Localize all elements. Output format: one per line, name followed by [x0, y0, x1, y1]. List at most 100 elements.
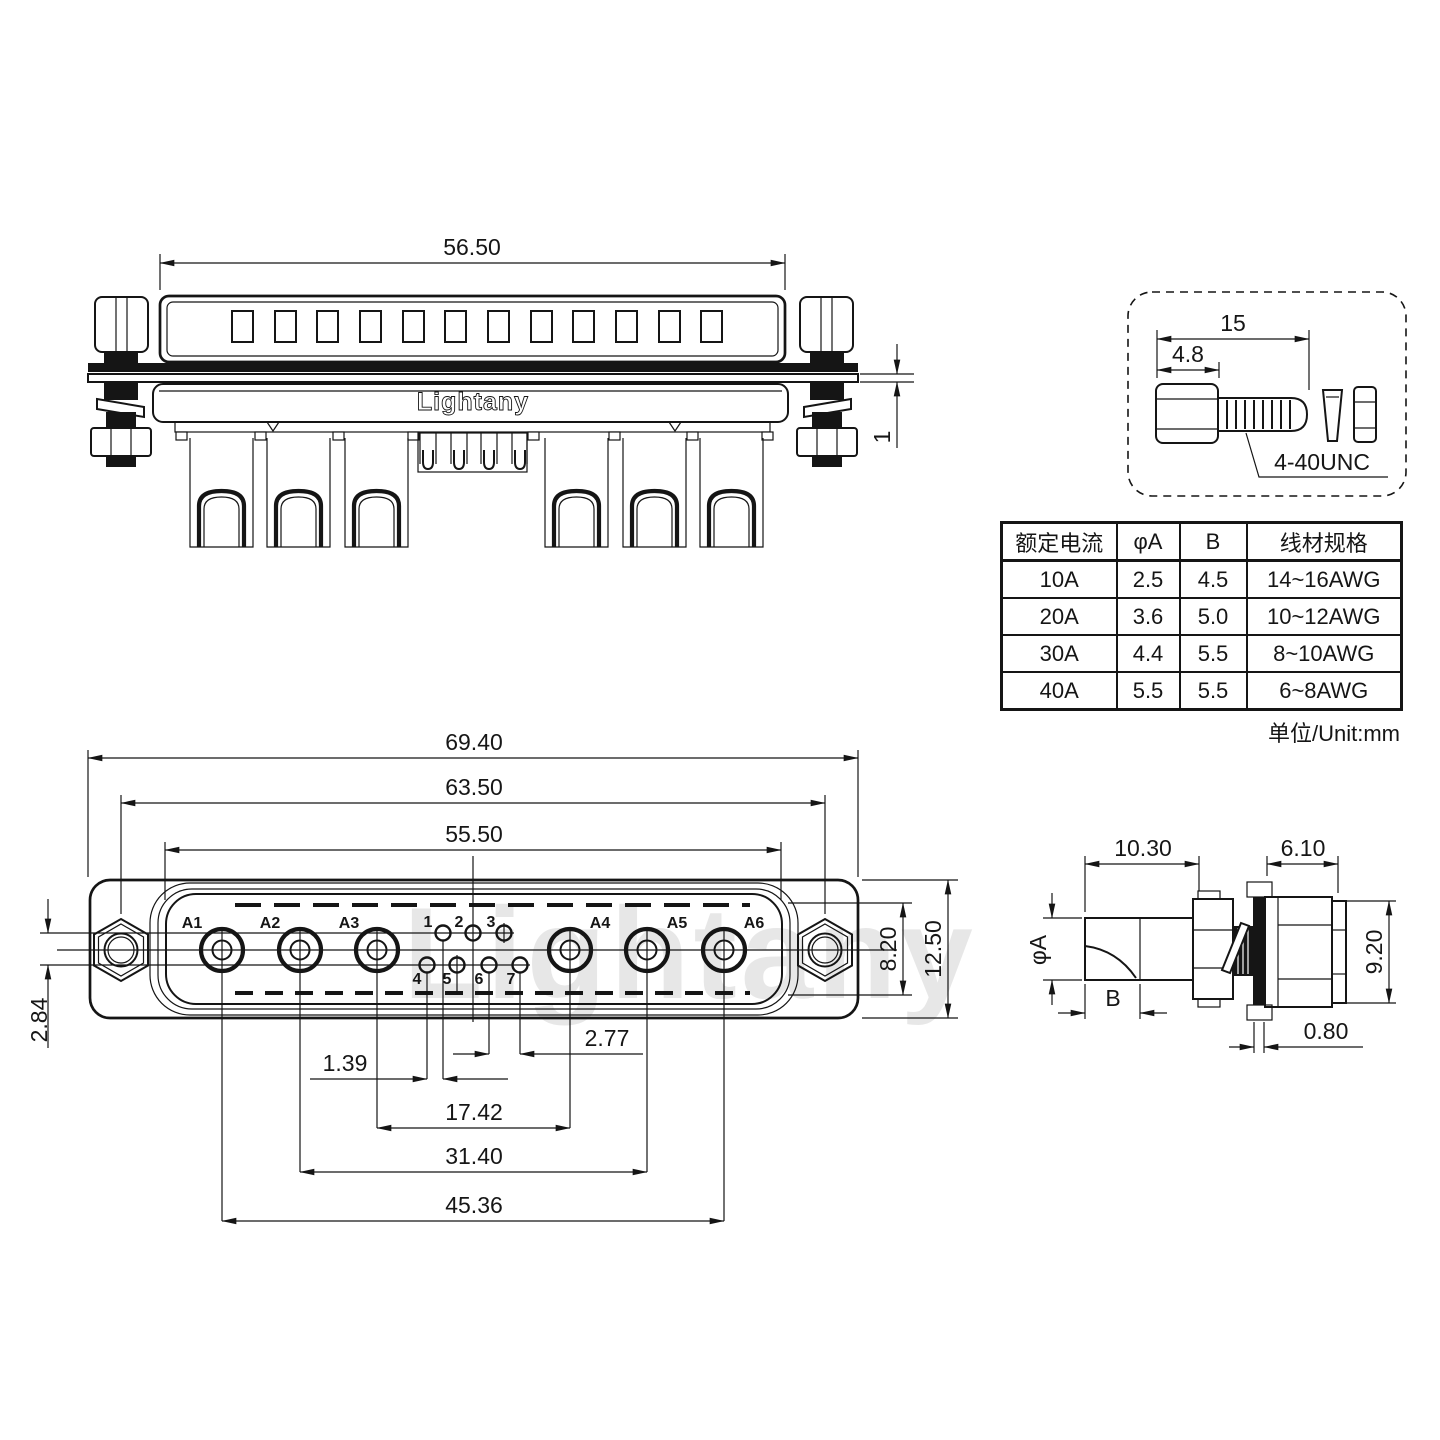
- detail-border: [1127, 291, 1407, 497]
- polarizing-notch: [668, 421, 682, 433]
- polarizing-notch: [266, 421, 280, 433]
- front-dim-signal-pitch: 2.77: [453, 1025, 643, 1058]
- mounting-flange: [88, 878, 860, 1020]
- front-dim-a2-a5-label: 31.40: [445, 1143, 503, 1169]
- pin-label-a6: A6: [744, 915, 765, 932]
- front-dim-overall-height-label: 12.50: [920, 920, 946, 978]
- side-dim-panel-thickness-label: 0.80: [1304, 1018, 1349, 1044]
- panel-section: [1253, 884, 1265, 1020]
- side-dim-rear-depth: 6.10: [1266, 835, 1339, 893]
- table-row: 20A 3.6 5.0 10~12AWG: [1000, 597, 1403, 636]
- wire-entry-scoop: [1084, 945, 1137, 979]
- header-b: B: [1178, 521, 1248, 562]
- pin-label-a4: A4: [590, 915, 611, 932]
- header-phi-a: φA: [1115, 521, 1181, 562]
- table-row: 40A 5.5 5.5 6~8AWG: [1000, 671, 1403, 711]
- pin-label-a3: A3: [339, 915, 360, 932]
- pin-label-1: 1: [424, 914, 433, 931]
- brand-logo: Lightany: [417, 388, 529, 416]
- front-dim-mount-spacing: 63.50: [120, 774, 826, 914]
- front-dim-row-spacing: 2.84: [26, 899, 52, 1048]
- screw-dim-head-label: 4.8: [1172, 341, 1204, 367]
- side-dim-front-depth-label: 10.30: [1114, 835, 1172, 861]
- spec-table: 额定电流 φA B 线材规格 10A 2.5 4.5 14~16AWG 20A …: [1000, 521, 1403, 711]
- screw-dim-length: 15: [1156, 310, 1310, 390]
- power-wire-buckets: [189, 438, 764, 548]
- screw-head: [1155, 383, 1219, 444]
- pin-label-2: 2: [455, 914, 464, 931]
- front-dim-shell-width-label: 55.50: [445, 821, 503, 847]
- pin-label-a2: A2: [260, 915, 281, 932]
- rear-tabs: [175, 431, 774, 441]
- thread-lines: [1226, 400, 1291, 429]
- screw-dim-length-label: 15: [1220, 310, 1246, 336]
- pin-label-a1: A1: [182, 915, 203, 932]
- pin-label-5: 5: [443, 971, 452, 988]
- pin-label-4: 4: [413, 971, 422, 988]
- jackscrew-right: [796, 296, 858, 467]
- side-view: 10.30 6.10 9.20 φA B: [1025, 835, 1396, 1053]
- front-dim-overall-width-label: 69.40: [445, 729, 503, 755]
- thread-spec-label: 4-40UNC: [1274, 449, 1370, 475]
- thumbscrew-knob: [94, 296, 149, 353]
- front-dim-row-stagger: 1.39: [310, 1050, 508, 1083]
- rear-dim-width-label: 56.50: [443, 234, 501, 260]
- pin-leaders: [221, 923, 725, 1221]
- pin-label-3: 3: [487, 914, 496, 931]
- side-dim-entry-depth: B: [1058, 984, 1167, 1019]
- rear-contact-slots: [231, 310, 723, 343]
- thread-leader-line: [1245, 432, 1388, 478]
- contact-barrel: [1084, 917, 1200, 981]
- rear-dim-plate: 1: [860, 344, 914, 448]
- pin-label-6: 6: [475, 971, 484, 988]
- side-dim-panel-thickness: 0.80: [1229, 1018, 1363, 1053]
- rear-lower-flange: [174, 421, 771, 433]
- screw-nut: [1353, 386, 1377, 443]
- pin-label-a5: A5: [667, 915, 688, 932]
- jackscrew-left: [90, 296, 152, 467]
- mount-nut-left: [93, 917, 149, 983]
- side-dim-contact-diameter: φA: [1025, 893, 1082, 1005]
- rear-dim-plate-label: 1: [869, 431, 895, 444]
- cone-washer: [1321, 389, 1344, 442]
- side-dim-rear-depth-label: 6.10: [1281, 835, 1326, 861]
- front-dim-a3-a4-label: 17.42: [445, 1099, 503, 1125]
- power-contacts: [198, 926, 748, 974]
- front-dim-row-stagger-label: 1.39: [323, 1050, 368, 1076]
- front-dim-overall-width: 69.40: [87, 729, 859, 877]
- screw-detail: 15 4.8 4-40UNC: [1127, 291, 1407, 497]
- hex-nut: [796, 427, 858, 457]
- front-dim-signal-pitch-label: 2.77: [585, 1025, 630, 1051]
- unit-note: 单位/Unit:mm: [1267, 721, 1400, 746]
- front-dim-a2-a5: 31.40: [299, 1143, 648, 1176]
- side-lock-washer: [1220, 921, 1251, 975]
- front-dim-shell-height-label: 8.20: [875, 927, 901, 972]
- side-hex-nut: [1192, 898, 1234, 1000]
- rear-gasket: [88, 363, 858, 372]
- front-dim-mount-spacing-label: 63.50: [445, 774, 503, 800]
- rear-housing: [158, 294, 787, 364]
- side-dim-height: 9.20: [1347, 900, 1396, 1004]
- spec-table-header-row: 额定电流 φA B 线材规格: [1000, 521, 1403, 562]
- front-dim-a1-a6-label: 45.36: [445, 1192, 503, 1218]
- mating-body: [1264, 896, 1333, 1008]
- rear-view: 56.50 Lightany: [87, 234, 914, 548]
- rear-mounting-plate: [87, 373, 859, 383]
- front-dim-row-spacing-label: 2.84: [26, 997, 52, 1042]
- signal-contacts: [418, 924, 529, 974]
- front-dim-shell-width: 55.50: [164, 821, 782, 900]
- d-shell: [165, 893, 783, 1005]
- table-row: 30A 4.4 5.5 8~10AWG: [1000, 634, 1403, 673]
- side-dim-entry-depth-label: B: [1105, 985, 1120, 1011]
- front-dim-a3-a4: 17.42: [376, 1099, 571, 1132]
- pin-label-7: 7: [507, 971, 516, 988]
- front-dim-shell-height: 8.20: [788, 902, 912, 996]
- signal-contact-block: [417, 432, 528, 473]
- hex-nut: [90, 427, 152, 457]
- front-dim-overall-height: 12.50: [862, 879, 958, 1019]
- mating-face-cap: [1331, 900, 1347, 1004]
- side-dim-height-label: 9.20: [1361, 930, 1387, 975]
- rear-dim-width: 56.50: [159, 234, 786, 290]
